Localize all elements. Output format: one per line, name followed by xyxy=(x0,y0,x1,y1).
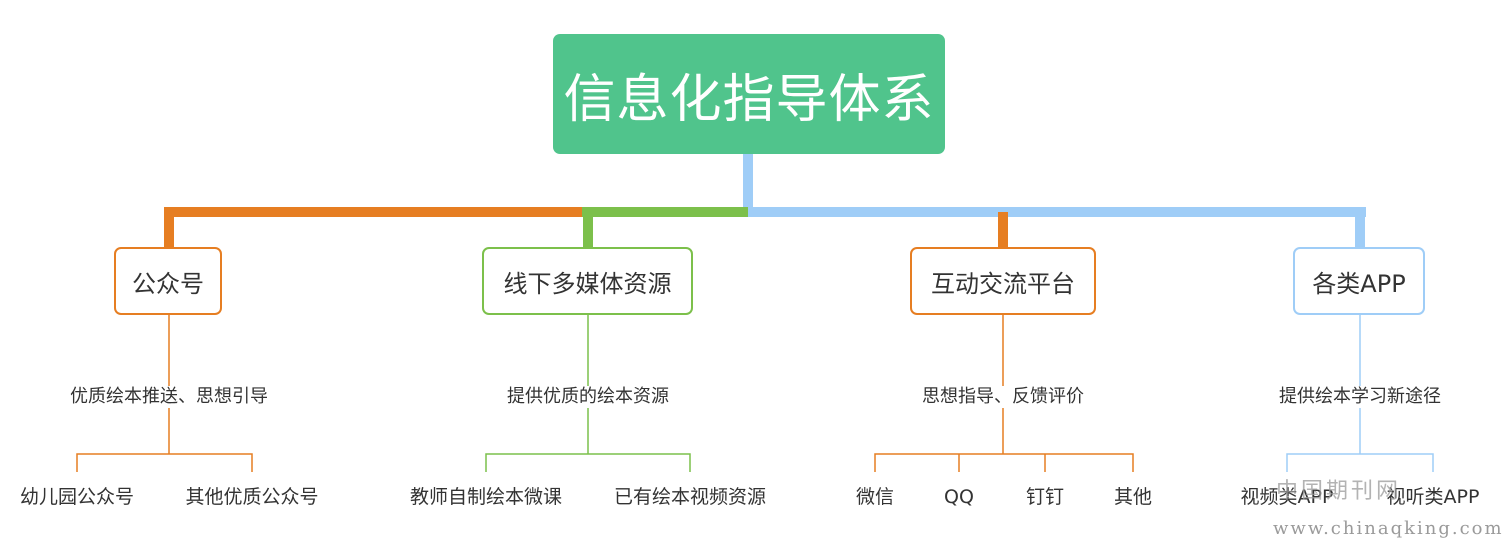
branch-node-apps: 各类APP xyxy=(1293,247,1425,315)
branch-node-offline-media: 线下多媒体资源 xyxy=(482,247,693,315)
branch-4-lines xyxy=(1286,315,1434,472)
branch-2-description: 提供优质的绘本资源 xyxy=(505,386,671,408)
leaf-node: 教师自制绘本微课 xyxy=(409,486,563,508)
branch-3-description: 思想指导、反馈评价 xyxy=(920,386,1086,408)
branch-1-lines xyxy=(76,315,253,472)
branch-1-description: 优质绘本推送、思想引导 xyxy=(68,386,270,408)
watermark-url: www.chinaqking.com xyxy=(1273,518,1503,539)
leaf-node: 钉钉 xyxy=(1025,486,1065,508)
leaf-node: 已有绘本视频资源 xyxy=(613,486,767,508)
leaf-node: QQ xyxy=(944,486,974,508)
leaf-node: 其他 xyxy=(1113,486,1153,508)
branch-node-official-accounts: 公众号 xyxy=(114,247,222,315)
leaf-node: 其他优质公众号 xyxy=(185,486,319,508)
branch-node-interaction-platform: 互动交流平台 xyxy=(910,247,1096,315)
leaf-node: 视频类APP xyxy=(1240,486,1334,508)
branch-2-lines xyxy=(485,315,691,472)
leaf-node: 幼儿园公众号 xyxy=(19,486,135,508)
branch-3-lines xyxy=(874,315,1134,472)
leaf-node: 微信 xyxy=(855,486,895,508)
leaf-node: 视听类APP xyxy=(1386,486,1480,508)
root-node: 信息化指导体系 xyxy=(553,34,945,154)
branch-4-description: 提供绘本学习新途径 xyxy=(1277,386,1443,408)
watermark-title: 中国期刊网 xyxy=(1276,479,1402,504)
